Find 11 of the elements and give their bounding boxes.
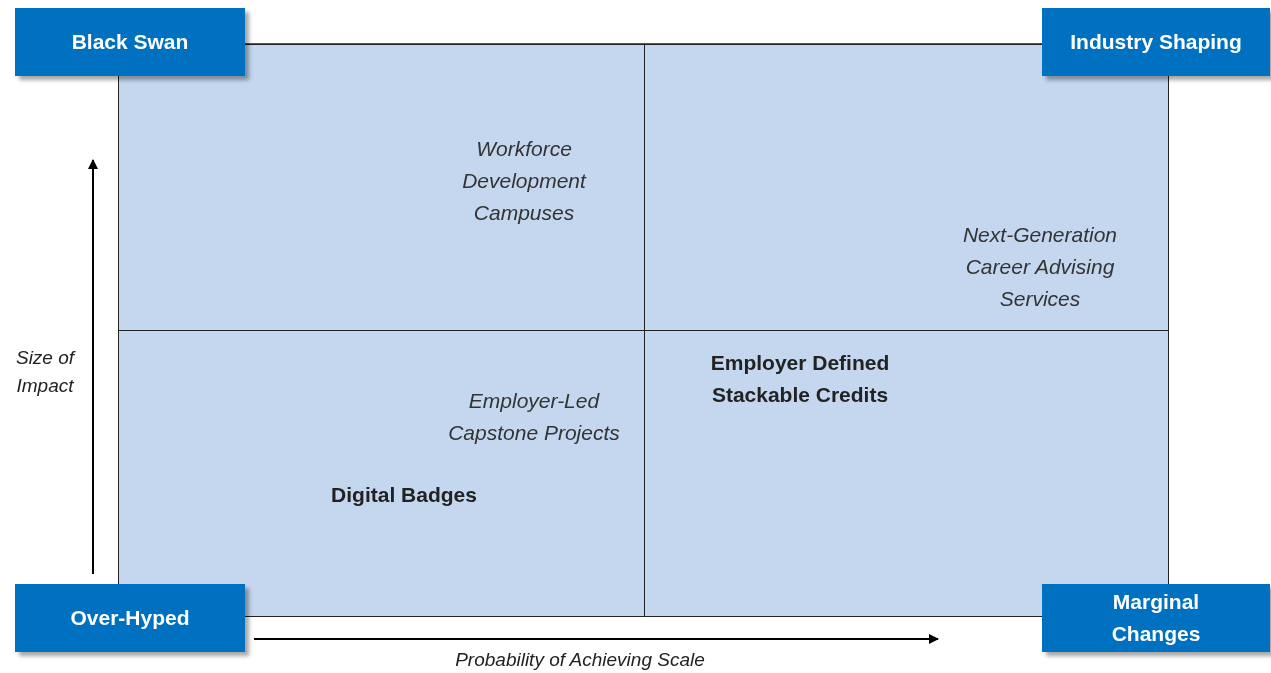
axis-label: Probability of Achieving Scale (454, 648, 706, 672)
item-label: Next-Generation Career Advising Services (961, 222, 1119, 312)
category-box: Industry Shaping (1042, 8, 1270, 76)
item-label: Employer-Led Capstone Projects (447, 388, 621, 446)
category-box: Black Swan (15, 8, 245, 76)
bold-item-label: Employer Defined Stackable Credits (709, 350, 891, 408)
item-label: Workforce Development Campuses (461, 136, 588, 226)
bold-item-label: Digital Badges (330, 482, 478, 508)
category-box: Over-Hyped (15, 584, 245, 652)
category-box: Marginal Changes (1042, 584, 1270, 652)
axis-label: Size of Impact (14, 346, 77, 398)
